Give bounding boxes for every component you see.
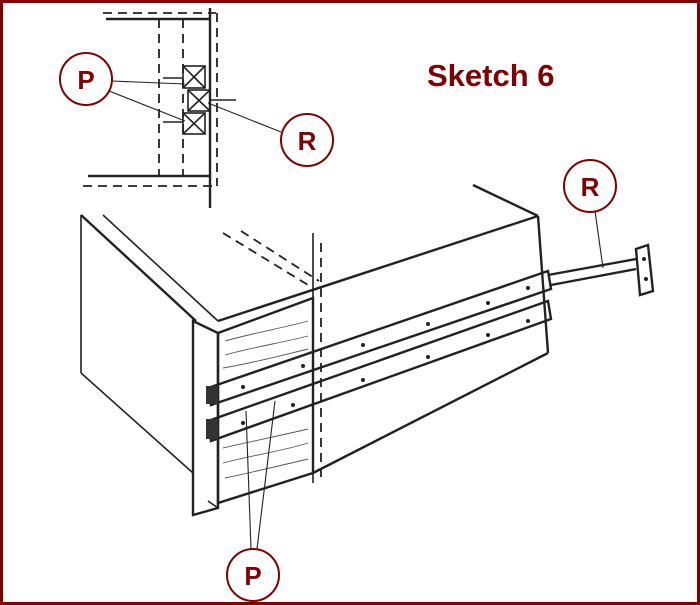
rail-lower-end [206, 419, 218, 439]
rail-upper-end [206, 386, 218, 404]
sketch-title: Sketch 6 [427, 58, 555, 93]
section-detail [83, 8, 282, 208]
callout-p-bottom: P [226, 548, 280, 602]
runner-bar-top [547, 257, 637, 277]
svg-text:P: P [244, 561, 261, 591]
svg-text:R: R [581, 172, 600, 202]
runner-profile-upper [163, 65, 206, 89]
svg-text:R: R [298, 126, 317, 156]
callout-p-top: P [59, 52, 113, 106]
callout-r-runner: R [563, 159, 617, 213]
runner-bar-bottom [550, 267, 637, 287]
drawer-runner-diagram: P R R P Sketch 6 [59, 8, 655, 602]
svg-text:P: P [77, 65, 94, 95]
runner-profile-lower [163, 112, 206, 135]
drawer-drawing [80, 183, 655, 517]
runner-profile-middle [187, 89, 236, 112]
callout-r-top: R [280, 113, 334, 167]
